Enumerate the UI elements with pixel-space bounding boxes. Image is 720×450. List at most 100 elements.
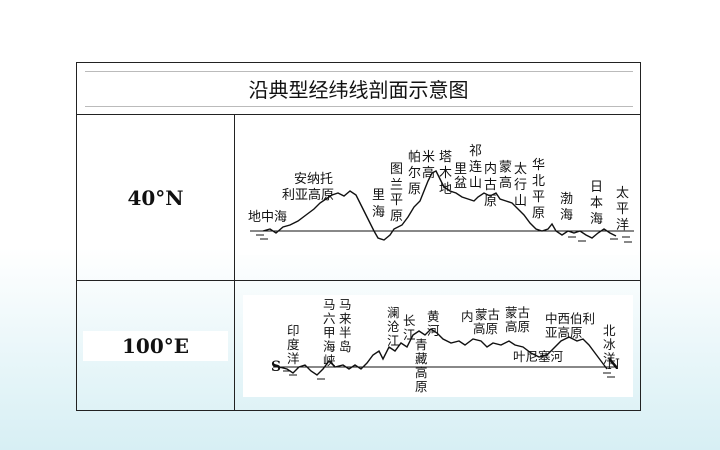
feature-label: 甲 (323, 325, 336, 340)
feature-label: 太 (616, 186, 629, 201)
feature-label: 帕 (408, 150, 421, 165)
feature-label: 本 (590, 196, 603, 211)
feature-label: 中西伯利 (545, 311, 595, 326)
feature-label: 原 (408, 182, 421, 197)
terrain-profile (278, 327, 608, 376)
feature-label: 里 (372, 188, 385, 203)
feature-label: 图 (390, 162, 403, 177)
feature-label: 高原 (473, 321, 498, 336)
label-part: 安纳托 (294, 172, 333, 187)
feature-label: 渤 (560, 191, 573, 207)
row-40n: 40°N 地中海 安纳托 (77, 115, 640, 281)
feature-label: 内 (484, 161, 497, 177)
feature-label: 北 (603, 323, 616, 338)
feature-label: 太 (514, 162, 527, 177)
row-label: 40°N (83, 182, 228, 213)
feature-label: 北 (532, 174, 545, 189)
feature-label: 高原 (505, 319, 530, 334)
direction-label-north: N (607, 357, 620, 373)
feature-label: 青 (415, 337, 428, 352)
feature-label: 叶尼塞河 (513, 349, 564, 364)
feature-label: 度 (287, 337, 300, 352)
feature-label: 华 (532, 158, 545, 173)
feature-label: 高 (422, 165, 435, 181)
feature-label: 安纳托 (294, 172, 333, 187)
feature-label: 半 (339, 325, 352, 340)
feature-label: 内 (461, 309, 474, 324)
feature-label: 原 (532, 206, 545, 221)
feature-label: 连 (469, 159, 482, 175)
feature-label: 原 (415, 379, 428, 394)
feature-label: 行 (514, 178, 527, 193)
feature-label: 原 (484, 194, 497, 209)
feature-label: 海 (590, 212, 603, 227)
feature-label: 木 (439, 166, 452, 181)
feature-label: 山 (469, 176, 482, 191)
feature-label: 海 (323, 339, 336, 354)
feature-label: 沧 (387, 319, 400, 334)
feature-label: 藏 (415, 351, 428, 366)
feature-label: 黄 (427, 309, 440, 324)
feature-label: 平 (616, 202, 629, 217)
feature-label: 来 (339, 311, 352, 326)
row-label-cell: 40°N (77, 115, 235, 280)
feature-label: 蒙古 (475, 307, 500, 322)
feature-label: 洋 (287, 351, 300, 366)
feature-label: 河 (427, 323, 440, 338)
feature-label: 洋 (603, 351, 616, 366)
profile-diagram-100e: S N 印度洋 马六甲海峡 马来半岛 澜沧江 长江 黄河 青藏高原 内高原蒙古 … (242, 294, 633, 397)
sea-hatching (255, 234, 632, 242)
feature-label: 岛 (339, 339, 352, 354)
feature-label: 尔 (408, 166, 421, 181)
feature-label: 印 (287, 323, 300, 338)
feature-label: 米 (422, 150, 435, 165)
feature-label: 六 (323, 311, 336, 326)
feature-label: 山 (514, 194, 527, 209)
feature-label: 澜 (387, 305, 400, 320)
feature-label: 高 (415, 365, 428, 380)
feature-label: 高 (499, 175, 512, 191)
feature-label: 日 (590, 180, 603, 195)
feature-label: 利亚高原 (282, 187, 334, 203)
feature-label: 蒙 (499, 160, 512, 175)
label-part: 利亚高原 (282, 187, 334, 203)
feature-label: 塔 (439, 150, 452, 165)
feature-label: 海 (560, 208, 573, 223)
feature-label: 峡 (323, 353, 336, 368)
feature-label: 洋 (616, 218, 629, 233)
feature-label: 马 (323, 297, 336, 312)
terrain-profile (262, 169, 616, 241)
direction-label-south: S (271, 359, 281, 375)
feature-label: 冰 (603, 337, 616, 352)
feature-label: 祁 (469, 144, 482, 159)
profile-cell: S N 印度洋 马六甲海峡 马来半岛 澜沧江 长江 黄河 青藏高原 内高原蒙古 … (235, 281, 640, 410)
feature-label: 里 (454, 162, 467, 177)
feature-label: 蒙古 (505, 305, 530, 320)
feature-label: 亚高原 (545, 325, 583, 340)
feature-label: 古 (484, 178, 497, 193)
row-100e: 100°E S N 印度洋 马六甲海峡 马来半岛 (77, 281, 640, 410)
feature-label: 海 (372, 205, 385, 220)
profile-cell: 地中海 安纳托 利亚高原 里海 图兰平原 帕尔原 米高 塔木地 里盆 祁连山 内… (235, 115, 640, 280)
feature-label: 地中海 (248, 210, 287, 225)
profile-diagram-40n: 地中海 安纳托 利亚高原 里海 图兰平原 帕尔原 米高 塔木地 里盆 祁连山 内… (237, 140, 638, 255)
sea-hatching (282, 370, 615, 379)
page-title: 沿典型经纬线剖面示意图 (84, 70, 633, 107)
feature-label: 兰 (390, 178, 403, 193)
profile-table: 沿典型经纬线剖面示意图 40°N (76, 62, 641, 411)
feature-label: 地 (439, 182, 452, 197)
feature-label: 马 (339, 297, 352, 312)
feature-label: 原 (390, 209, 403, 224)
feature-label: 平 (390, 193, 403, 208)
title-row: 沿典型经纬线剖面示意图 (77, 63, 640, 115)
feature-label: 平 (532, 190, 545, 205)
row-label: 100°E (83, 330, 228, 361)
feature-label: 长 (403, 313, 416, 328)
feature-label: 江 (387, 333, 400, 348)
row-label-cell: 100°E (77, 281, 235, 410)
feature-label: 江 (403, 327, 416, 342)
